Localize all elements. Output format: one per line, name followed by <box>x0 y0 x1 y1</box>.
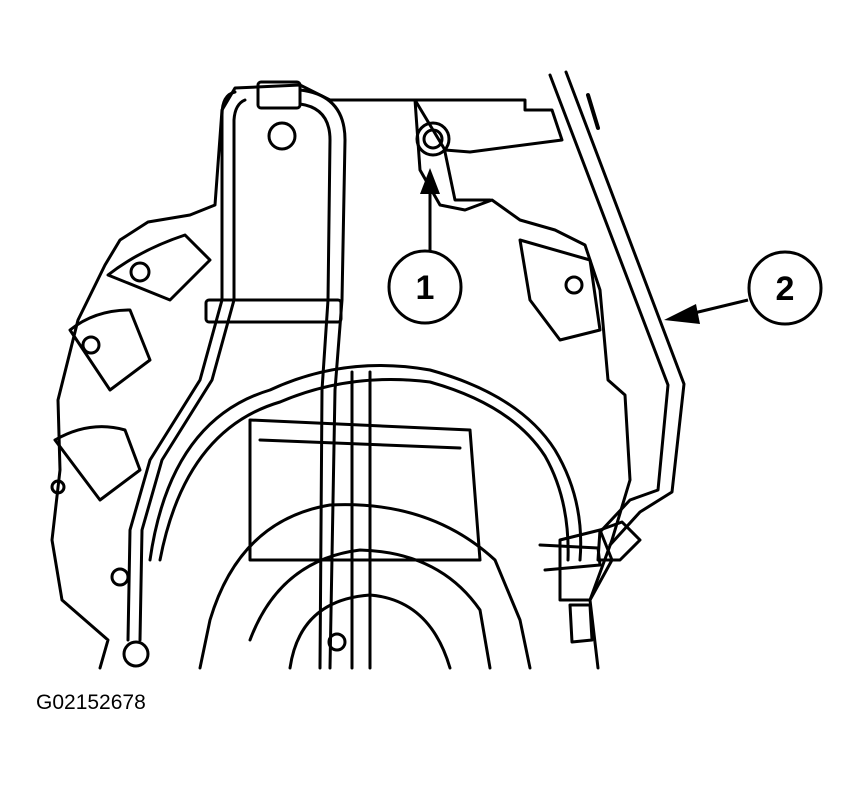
bracket-bolt-head <box>415 121 451 157</box>
callout-1-arrow <box>420 168 440 252</box>
left-bolt-hole-1 <box>129 261 151 283</box>
center-rod-end <box>327 632 347 652</box>
right-rib-1 <box>518 238 602 342</box>
cooler-line-outer <box>548 73 670 534</box>
dipstick-tube-outer <box>126 90 237 642</box>
upper-left-bolt <box>267 121 297 151</box>
left-rib-3 <box>53 425 142 502</box>
bell-housing-inner <box>158 378 570 562</box>
front-plate-edge <box>258 438 462 450</box>
callout-2: 2 <box>747 250 823 326</box>
bell-housing-opening <box>148 364 583 562</box>
tube-clamp-mid <box>204 298 343 324</box>
callout-1: 1 <box>387 249 463 325</box>
left-bolt-hole-3 <box>50 479 66 495</box>
left-rib-1 <box>106 233 212 302</box>
right-lower-boss <box>558 528 614 602</box>
dipstick-tube-right-outer <box>298 88 347 670</box>
callout-2-arrow <box>664 298 749 324</box>
top-bracket-flange <box>443 150 492 202</box>
right-bolt-hole <box>564 275 584 295</box>
flow-arrow-mark <box>586 93 600 130</box>
callout-2-label: 2 <box>776 270 795 308</box>
bracket-bolt-inner <box>422 128 444 150</box>
cooler-line-tail <box>538 543 602 572</box>
converter-ring <box>248 548 492 670</box>
callout-1-label: 1 <box>416 269 435 307</box>
lower-left-fitting <box>122 640 150 668</box>
top-bracket <box>413 98 564 154</box>
converter-face <box>198 503 532 670</box>
left-bolt-hole-4 <box>110 567 130 587</box>
right-lower-tab <box>568 603 594 644</box>
cooler-line-inner <box>564 70 686 547</box>
dipstick-tube-right-inner <box>298 102 332 670</box>
figure-id: G02152678 <box>36 691 146 714</box>
dipstick-tube-inner <box>138 98 247 642</box>
front-plate <box>248 418 482 562</box>
housing-outline <box>50 83 632 670</box>
left-bolt-hole-2 <box>81 335 101 355</box>
left-rib-2 <box>68 308 152 392</box>
tube-clamp-top <box>256 80 302 110</box>
